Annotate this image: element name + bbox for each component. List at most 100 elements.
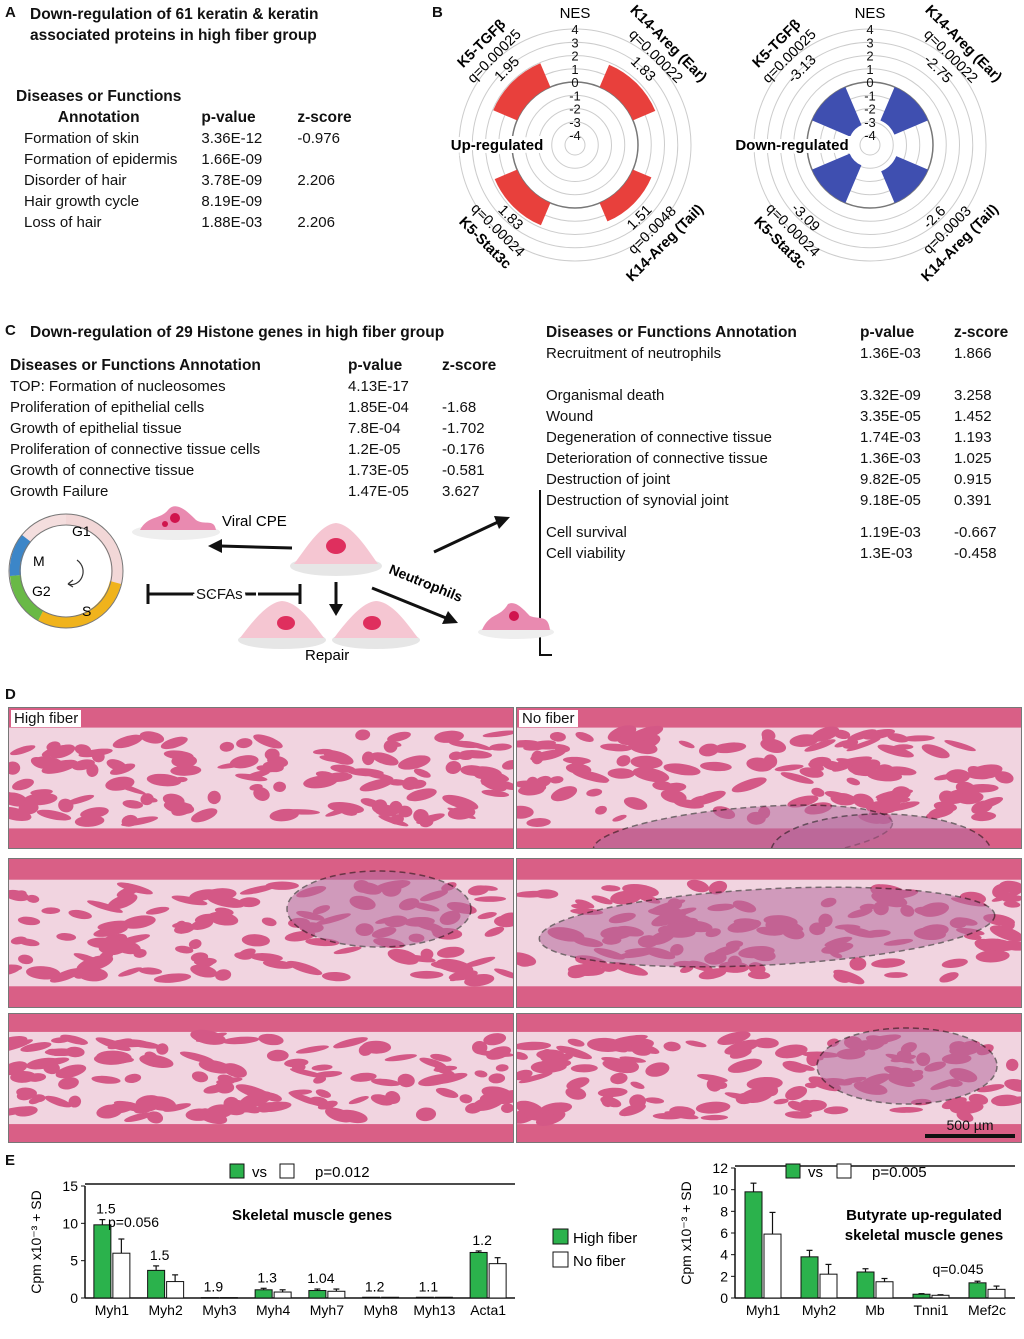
bar (219, 1297, 238, 1299)
tick-label: 1 (866, 62, 873, 77)
tick-label: 3 (866, 35, 873, 50)
panel-c-right-table: Diseases or Functions Annotation p-value… (546, 322, 1016, 564)
row-zscore: 1.452 (954, 408, 992, 425)
bar (327, 1290, 346, 1299)
row-zscore: 0.391 (954, 492, 992, 509)
row-name: Formation of epidermis (24, 151, 178, 168)
comparison-p: p=0.012 (315, 1164, 370, 1181)
y-tick-label: 10 (62, 1215, 78, 1231)
down-regulated-title: Down-regulated (735, 137, 848, 154)
c-right-pvalue-header: p-value (860, 324, 915, 341)
row-name: Disorder of hair (24, 172, 127, 189)
y-tick-label: 0 (720, 1290, 728, 1306)
histology-image (516, 858, 1022, 1008)
fold-change-label: 1.3 (257, 1269, 277, 1285)
bar (912, 1293, 931, 1299)
row-zscore (297, 191, 359, 212)
c-right-zscore-header: z-score (954, 324, 1009, 341)
x-tick-label: Myh7 (310, 1302, 344, 1318)
legend-no-label: No fiber (573, 1253, 626, 1270)
y-tick-label: 2 (720, 1268, 728, 1284)
row-pvalue: 7.8E-04 (348, 420, 401, 437)
row-zscore: 2.206 (297, 214, 335, 231)
bar (856, 1271, 875, 1299)
row-name: Growth Failure (10, 483, 109, 500)
tick-label: 2 (866, 49, 873, 64)
panel-b-label: B (432, 4, 443, 21)
x-tick-label: Myh2 (149, 1302, 183, 1318)
y-axis-label: Cpm x10⁻³ + SD (678, 1181, 694, 1284)
x-tick-label: Mb (865, 1302, 885, 1318)
repair-label: Repair (305, 647, 349, 664)
nes-wedge (880, 87, 928, 135)
row-pvalue: 3.78E-09 (201, 172, 263, 189)
annotation-header: Diseases or Functions Annotation (16, 86, 201, 128)
table-row: Growth Failure 1.47E-05 3.627 (10, 481, 504, 502)
row-pvalue: 1.19E-03 (860, 524, 921, 541)
nes-wedge (881, 156, 928, 203)
x-tick-label: Myh8 (364, 1302, 398, 1318)
row-name: Cell viability (546, 545, 626, 562)
panel-a-title: Down-regulation of 61 keratin & keratin … (30, 4, 319, 46)
row-zscore: -1.68 (442, 399, 477, 416)
chart-title-line1: Butyrate up-regulated (846, 1207, 1002, 1224)
up-regulated-title: Up-regulated (451, 137, 544, 154)
radial-gridline (806, 81, 934, 209)
tick-label: -3 (569, 115, 581, 130)
table-row: Recruitment of neutrophils 1.36E-03 1.86… (546, 343, 1016, 364)
arrow-neutrophils (371, 586, 447, 620)
radial-gridline (551, 121, 599, 169)
scfas-label: SCFAs (196, 586, 243, 603)
row-name: Organismal death (546, 387, 665, 404)
radial-gridline (524, 94, 626, 196)
row-name: Loss of hair (24, 214, 102, 231)
bar (875, 1281, 894, 1299)
damaged-cell-icon (478, 603, 554, 639)
row-name: Cell survival (546, 524, 627, 541)
x-tick-label: Tnni1 (913, 1302, 948, 1318)
x-tick-label: Myh1 (746, 1302, 780, 1318)
row-pvalue: 9.82E-05 (860, 471, 921, 488)
radial-gridline (511, 81, 639, 209)
panel-a-title-line1: Down-regulation of 61 keratin & keratin (30, 6, 319, 23)
tick-label: -4 (569, 128, 581, 143)
bar (362, 1296, 381, 1299)
histology-image: 500 µm (516, 1013, 1022, 1143)
row-pvalue: 1.73E-05 (348, 462, 409, 479)
table-row: Proliferation of connective tissue cells… (10, 439, 504, 460)
row-pvalue: 1.47E-05 (348, 483, 409, 500)
row-name: Destruction of synovial joint (546, 492, 729, 509)
nes-wedge (812, 153, 862, 203)
row-name: Recruitment of neutrophils (546, 345, 722, 362)
tick-label: -1 (569, 88, 581, 103)
radial-gridline (753, 28, 987, 262)
legend-swatch-no (279, 1163, 295, 1179)
panel-d-label: D (5, 686, 16, 703)
row-pvalue: 1.66E-09 (201, 151, 263, 168)
tick-label: -2 (864, 102, 876, 117)
scale-bar-label: 500 µm (946, 1117, 994, 1133)
row-zscore: 3.627 (442, 483, 480, 500)
phase-g2: G2 (32, 583, 51, 599)
tick-label: -3 (864, 115, 876, 130)
row-pvalue: 1.74E-03 (860, 429, 921, 446)
row-pvalue: 1.3E-03 (860, 545, 913, 562)
phase-s: S (82, 603, 91, 619)
histology-image: No fiber (516, 707, 1022, 849)
radial-gridline (564, 134, 586, 156)
fold-change-label: 1.5 (96, 1201, 116, 1217)
x-tick-label: Mef2c (968, 1302, 1006, 1318)
annotation-header-line1: Diseases or Functions (16, 88, 182, 105)
zscore-header: z-score (297, 109, 352, 126)
radial-gridline (458, 28, 692, 262)
wedge-label: K14-Areg (Ear)q=0.00022-2.75 (920, 2, 1004, 86)
y-tick-label: 5 (70, 1253, 78, 1269)
no-fiber-label: No fiber (519, 710, 578, 727)
c-zscore-header: z-score (442, 357, 497, 374)
